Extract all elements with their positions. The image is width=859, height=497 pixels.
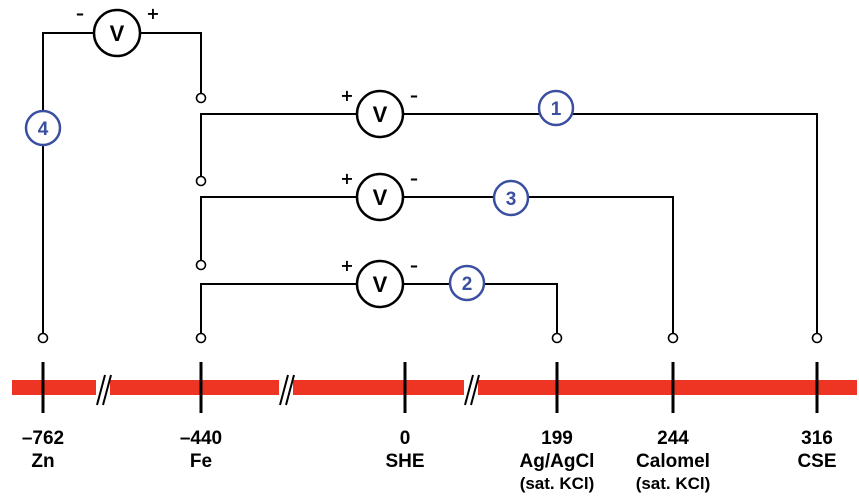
terminal-fe-lower xyxy=(195,259,207,271)
electrode-name-cse: CSE xyxy=(797,451,836,472)
circuit-1-wire xyxy=(200,113,818,338)
circuit-badge-4: 4 xyxy=(24,109,62,147)
svg-text:V: V xyxy=(373,272,388,297)
svg-text:V: V xyxy=(110,21,125,46)
voltmeter-1: V + – xyxy=(340,86,418,139)
terminal-cse xyxy=(811,332,823,344)
circuit-badge-2: 2 xyxy=(448,264,486,302)
electrode-value-she: 0 xyxy=(400,428,411,449)
svg-text:2: 2 xyxy=(462,274,473,295)
electrode-value-calomel: 244 xyxy=(657,428,689,449)
terminal-calomel xyxy=(667,332,679,344)
svg-text:3: 3 xyxy=(506,189,517,210)
axis-break-1 xyxy=(96,374,112,406)
electrode-name-she: SHE xyxy=(385,451,424,472)
electrode-name-calomel: Calomel xyxy=(636,451,710,472)
voltmeter-2: V + – xyxy=(340,256,418,309)
terminal-fe-upper xyxy=(195,92,207,104)
electrode-value-zn: –762 xyxy=(22,428,64,449)
electrode-value-fe: –440 xyxy=(180,428,222,449)
circuit-badge-1: 1 xyxy=(537,89,575,127)
voltmeter-3-plus: + xyxy=(340,169,353,188)
electrode-sub-agagcl: (sat. KCl) xyxy=(520,474,595,493)
electrode-name-agagcl: Ag/AgCl xyxy=(520,451,595,472)
terminal-agagcl xyxy=(551,332,563,344)
electrode-value-cse: 316 xyxy=(801,428,833,449)
svg-text:4: 4 xyxy=(38,119,49,140)
voltmeter-3-minus: – xyxy=(410,169,418,188)
voltmeter-2-minus: – xyxy=(410,256,418,275)
electrode-name-fe: Fe xyxy=(190,451,212,472)
axis-break-2 xyxy=(279,374,295,406)
electrode-name-zn: Zn xyxy=(31,451,54,472)
voltmeter-1-plus: + xyxy=(340,86,353,105)
svg-text:V: V xyxy=(373,185,388,210)
svg-text:V: V xyxy=(373,102,388,127)
circuit-badge-3: 3 xyxy=(492,179,530,217)
terminal-zn xyxy=(37,332,49,344)
svg-text:1: 1 xyxy=(551,99,562,120)
terminal-fe-middle xyxy=(195,175,207,187)
voltmeter-4-plus: + xyxy=(146,4,159,23)
potential-scale-bar xyxy=(12,380,857,395)
voltmeter-2-plus: + xyxy=(340,256,353,275)
circuit-3-wire xyxy=(200,196,674,338)
voltmeter-3: V + – xyxy=(340,169,418,222)
voltmeter-4: V – + xyxy=(76,4,160,58)
voltmeter-1-minus: – xyxy=(410,86,418,105)
axis-break-3 xyxy=(464,374,480,406)
terminal-fe-bottom xyxy=(195,332,207,344)
voltmeter-4-minus: – xyxy=(76,4,84,23)
electrode-value-agagcl: 199 xyxy=(541,428,573,449)
circuit-4-wire xyxy=(42,32,202,338)
electrode-sub-calomel: (sat. KCl) xyxy=(636,474,711,493)
